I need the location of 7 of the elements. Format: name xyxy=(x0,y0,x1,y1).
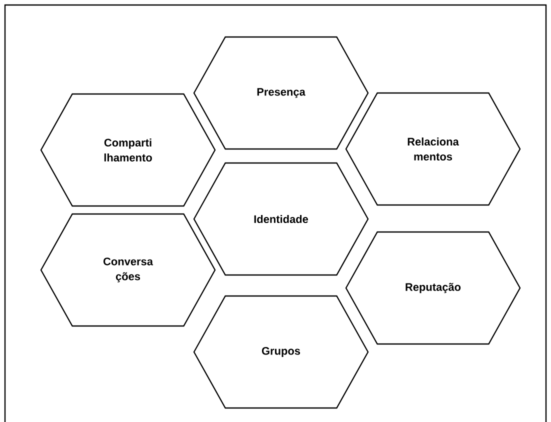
hexagon: Relaciona mentos xyxy=(345,92,521,206)
hexagon: Identidade xyxy=(193,162,369,276)
hexagon: Conversa ções xyxy=(40,213,216,327)
hexagon: Grupos xyxy=(193,295,369,409)
hexagon: Comparti lhamento xyxy=(40,93,216,207)
hexagon: Reputação xyxy=(345,231,521,345)
hexagon: Presença xyxy=(193,36,369,150)
